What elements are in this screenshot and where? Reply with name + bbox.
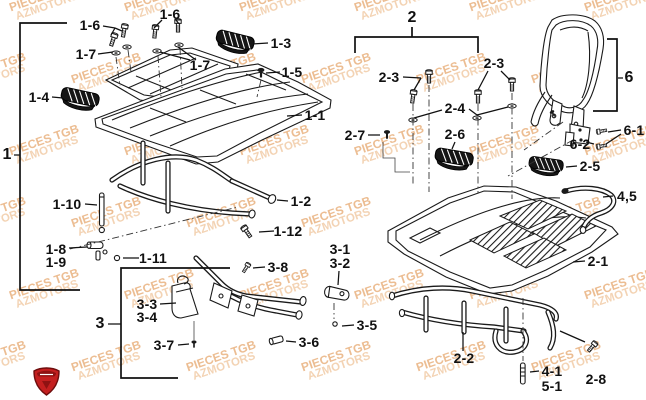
part-label-1-5: 1-5: [281, 64, 303, 80]
tgb-shield-logo: [33, 367, 60, 396]
part-label-2-8: 2-8: [585, 371, 607, 387]
part-label-3-4: 3-4: [136, 309, 158, 325]
part-label-group-3: 3: [95, 315, 105, 332]
part-label-1-1: 1-1: [304, 107, 326, 123]
part-label-group-6: 6: [624, 69, 634, 86]
part-label-1-7-a: 1-7: [75, 46, 97, 62]
footpad-2-6: [432, 146, 475, 174]
part-label-4-1: 4-1: [541, 363, 563, 379]
part-label-2-1: 2-1: [587, 253, 609, 269]
part-label-3-6: 3-6: [298, 334, 320, 350]
axis-lines: [69, 47, 574, 361]
part-label-group-2: 2: [407, 9, 417, 26]
part-label-1-2: 1-2: [290, 193, 312, 209]
part-label-2-3-a: 2-3: [378, 69, 400, 85]
part-label-3-2: 3-2: [329, 255, 351, 271]
backrest-assembly: [530, 14, 617, 234]
part-label-1-6-a: 1-6: [79, 17, 101, 33]
footpad-1-3: [213, 28, 256, 58]
part-label-2-4: 2-4: [444, 100, 466, 116]
part-label-5-1: 5-1: [541, 378, 563, 394]
bumper-assembly: [171, 255, 350, 348]
part-label-3-8: 3-8: [267, 259, 289, 275]
part-label-3-5: 3-5: [356, 317, 378, 333]
part-label-2-2: 2-2: [453, 350, 475, 366]
part-label-1-6-b: 1-6: [159, 6, 181, 22]
part-label-2-7: 2-7: [344, 127, 366, 143]
part-label-1-4: 1-4: [28, 89, 50, 105]
part-label-3-3: 3-3: [136, 296, 158, 312]
part-label-3-7: 3-7: [153, 337, 175, 353]
part-label-1-11: 1-11: [138, 250, 168, 266]
part-label-group-1: 1: [2, 146, 12, 163]
leader-lines: [14, 19, 623, 379]
part-label-2-3-b: 2-3: [483, 55, 505, 71]
right-rack-assembly: [382, 69, 619, 385]
part-label-1-12: 1-12: [273, 223, 303, 239]
part-label-2-6: 2-6: [444, 126, 466, 142]
footpad-2-5: [527, 155, 565, 179]
part-label-6-2: 6-2: [569, 136, 591, 152]
part-label-1-9: 1-9: [45, 254, 67, 270]
part-label-1-3: 1-3: [270, 35, 292, 51]
left-rack-assembly: [58, 18, 332, 262]
part-label-3-1: 3-1: [329, 241, 351, 257]
footpad-1-4: [58, 86, 101, 114]
part-label-6-1: 6-1: [623, 122, 645, 138]
part-label-4-5: 4,5: [616, 188, 638, 204]
part-label-1-7-b: 1-7: [189, 57, 211, 73]
part-label-1-10: 1-10: [52, 196, 82, 212]
part-label-1-8: 1-8: [45, 241, 67, 257]
part-label-2-5: 2-5: [579, 158, 601, 174]
